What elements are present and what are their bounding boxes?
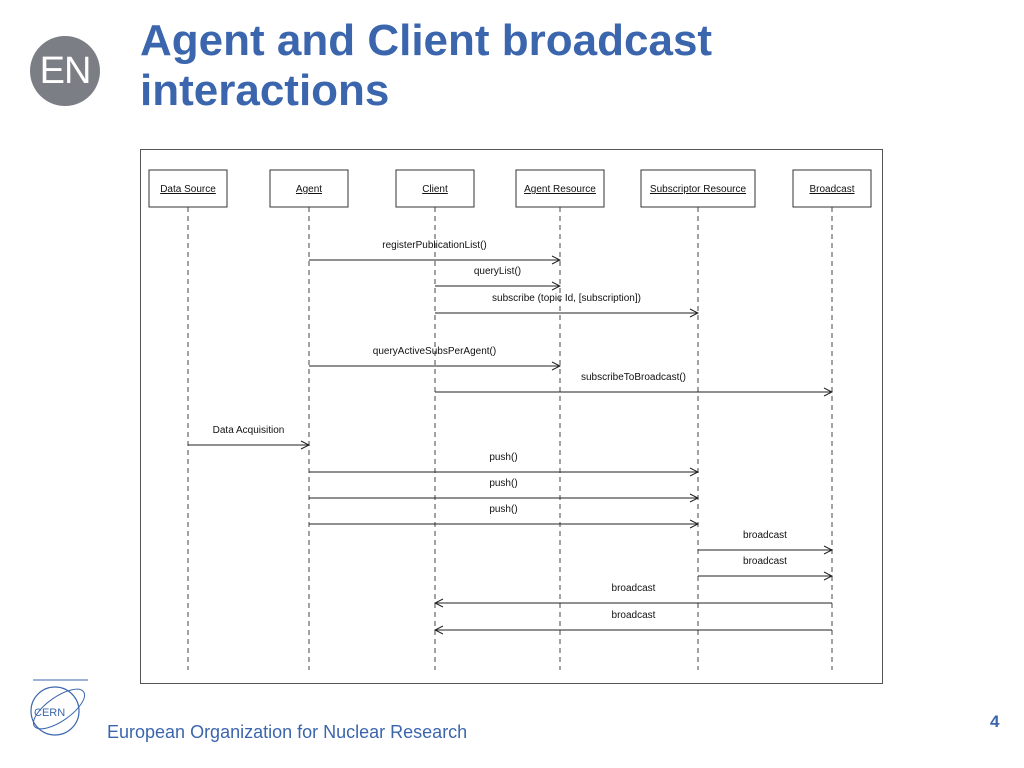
message: push() xyxy=(309,452,698,472)
participant-data-source: Data Source xyxy=(148,169,228,670)
participant-agent-resource: Agent Resource xyxy=(515,169,605,670)
organization-name: European Organization for Nuclear Resear… xyxy=(107,722,468,742)
message-label: broadcast xyxy=(743,556,787,567)
message: broadcast xyxy=(698,556,832,576)
message-label: queryList() xyxy=(474,266,521,277)
message: push() xyxy=(309,478,698,498)
message-label: push() xyxy=(489,478,517,489)
message-label: subscribeToBroadcast() xyxy=(581,372,686,383)
participant-label: Agent xyxy=(296,184,322,195)
message: subscribeToBroadcast() xyxy=(435,372,832,392)
cern-logo-text: CERN xyxy=(34,707,65,719)
message: broadcast xyxy=(435,610,832,630)
participant-label: Data Source xyxy=(160,184,216,195)
message-label: Data Acquisition xyxy=(213,425,285,436)
participant-label: Broadcast xyxy=(809,184,854,195)
slide-title: Agent and Client broadcast interactions xyxy=(140,16,840,116)
participant-label: Agent Resource xyxy=(524,184,596,195)
participant-box xyxy=(792,169,872,208)
participant-label: Client xyxy=(422,184,448,195)
page-number: 4 xyxy=(990,712,1000,731)
participant-subscriptor-resource: Subscriptor Resource xyxy=(640,169,756,670)
message: registerPublicationList() xyxy=(309,240,560,260)
message-label: subscribe (topic Id, [subscription]) xyxy=(492,293,641,304)
en-logo: EN xyxy=(30,36,100,106)
message: queryList() xyxy=(435,266,560,286)
message: queryActiveSubsPerAgent() xyxy=(309,346,560,366)
message-label: queryActiveSubsPerAgent() xyxy=(373,346,496,357)
message: push() xyxy=(309,504,698,524)
participant-agent: Agent xyxy=(269,169,349,670)
participant-box xyxy=(515,169,605,208)
participant-label: Subscriptor Resource xyxy=(650,184,747,195)
message: subscribe (topic Id, [subscription]) xyxy=(435,293,698,313)
title-line-1: Agent and Client broadcast xyxy=(140,16,713,65)
message-label: registerPublicationList() xyxy=(382,240,487,251)
message: broadcast xyxy=(698,530,832,550)
message-label: broadcast xyxy=(612,583,656,594)
message-label: push() xyxy=(489,452,517,463)
message: broadcast xyxy=(435,583,832,603)
participant-box xyxy=(640,169,756,208)
message-label: broadcast xyxy=(743,530,787,541)
message: Data Acquisition xyxy=(188,425,309,445)
cern-logo: CERN xyxy=(30,679,88,736)
message-label: broadcast xyxy=(612,610,656,621)
title-line-2: interactions xyxy=(140,66,390,115)
participant-broadcast: Broadcast xyxy=(792,169,872,670)
message-label: push() xyxy=(489,504,517,515)
participant-client: Client xyxy=(395,169,475,670)
sequence-diagram-frame xyxy=(140,149,883,684)
